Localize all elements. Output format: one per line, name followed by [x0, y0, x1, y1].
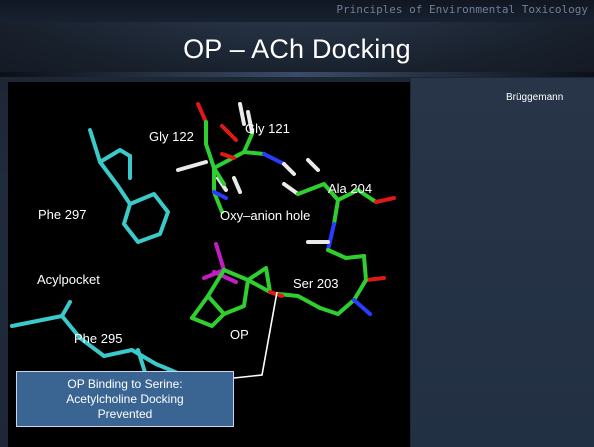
slide-title: OP – ACh Docking — [183, 34, 411, 64]
callout-box: OP Binding to Serine: Acetylcholine Dock… — [16, 371, 234, 427]
label-gly-121: Gly 121 — [245, 121, 290, 136]
label-phe-295: Phe 295 — [74, 331, 123, 346]
callout-line-1: OP Binding to Serine: — [67, 376, 183, 391]
callout-line-2: Acetylcholine Docking — [66, 391, 184, 406]
slide-header: Principles of Environmental Toxicology O… — [0, 0, 594, 77]
label-op: OP — [230, 327, 249, 342]
gly-residues — [176, 102, 296, 214]
label-oxy-anion-hole: Oxy–anion hole — [220, 208, 311, 223]
header-top-band — [0, 0, 594, 22]
right-side-panel — [411, 78, 594, 447]
label-ala-204: Ala 204 — [328, 181, 373, 196]
label-gly-122: Gly 122 — [149, 129, 194, 144]
label-acylpocket: Acylpocket — [37, 272, 100, 287]
op-ligand — [190, 242, 284, 328]
label-phe-297: Phe 297 — [38, 207, 87, 222]
image-credit: Brüggemann — [506, 92, 564, 103]
ala-ser-backbone — [276, 158, 396, 316]
label-ser-203: Ser 203 — [293, 276, 339, 291]
course-title: Principles of Environmental Toxicology — [336, 3, 588, 16]
title-divider — [0, 72, 594, 77]
phe297-residue — [88, 128, 170, 244]
molecule-structure-drawing — [10, 102, 396, 384]
callout-line-3: Prevented — [97, 406, 153, 421]
